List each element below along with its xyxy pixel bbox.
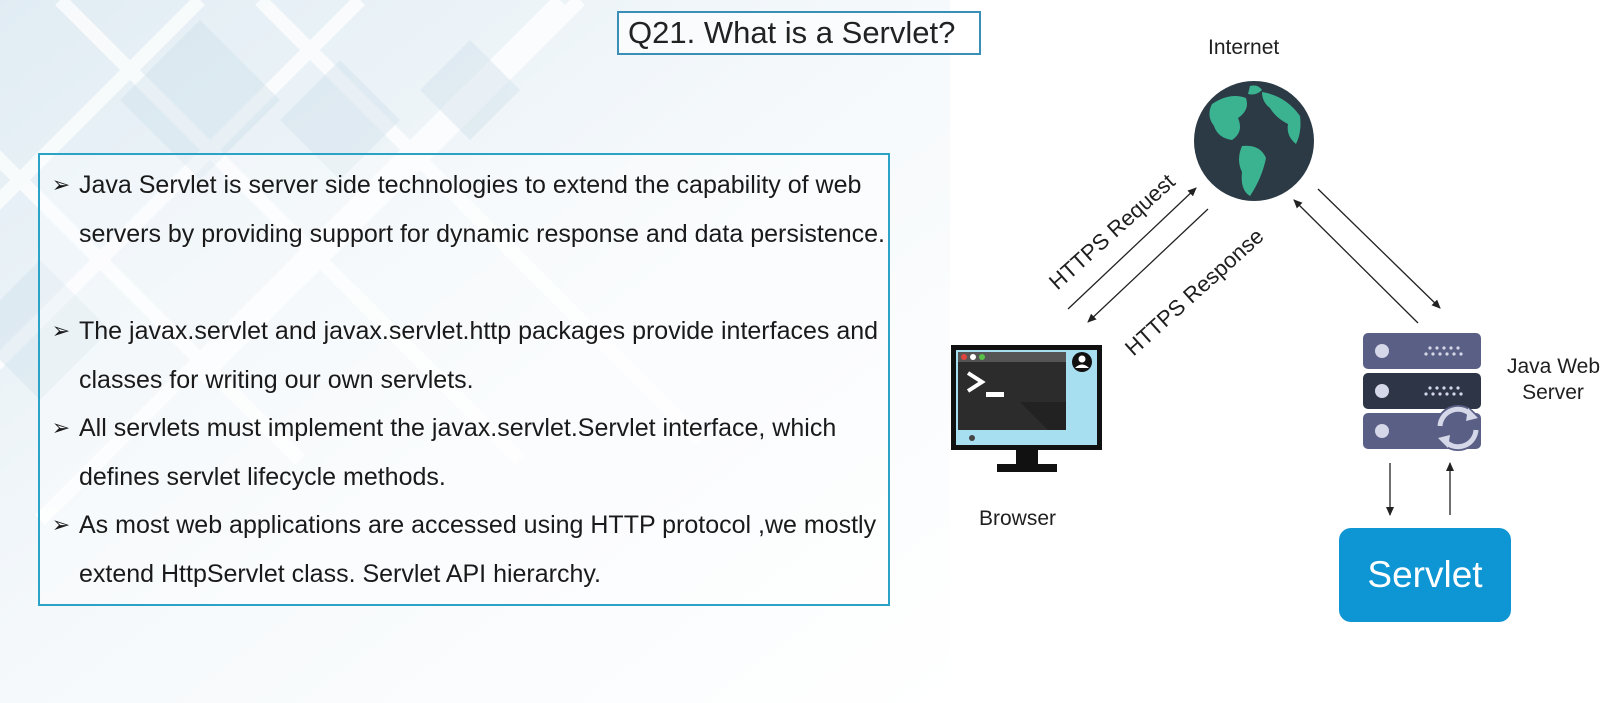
request-arrow [1067,187,1197,310]
bullet-item: ➢ All servlets must implement the javax.… [48,404,888,501]
bullet-text: Java Servlet is server side technologies… [79,171,885,248]
browser-monitor-icon [951,345,1102,472]
internet-label: Internet [1208,36,1280,59]
sync-icon-bg [1435,405,1481,451]
internet-to-server-arrow [1317,188,1441,309]
bullet-text: The javax.servlet and javax.servlet.http… [79,317,879,394]
bullet-text: All servlets must implement the javax.se… [79,414,837,491]
servlet-box: Servlet [1339,528,1511,622]
server-rack-icon [1363,333,1481,451]
bullet-item: ➢ Java Servlet is server side technologi… [48,161,888,258]
bullet-text: As most web applications are accessed us… [79,511,877,588]
server-label-line1: Java Web [1507,355,1600,378]
server-to-internet-arrow [1293,199,1419,324]
response-arrow [1087,208,1209,323]
arrow-bullet-icon: ➢ [51,318,71,343]
browser-label: Browser [979,507,1057,530]
server-label-line2: Server [1522,381,1584,404]
content-box: ➢ Java Servlet is server side technologi… [38,153,890,606]
bullet-item: ➢ As most web applications are accessed … [48,501,888,598]
bullet-item: ➢ The javax.servlet and javax.servlet.ht… [48,307,888,404]
java-web-server-label: Java Web Server [1507,354,1600,406]
arrow-bullet-icon: ➢ [51,415,71,440]
arrow-bullet-icon: ➢ [51,172,71,197]
page-title: Q21. What is a Servlet? [617,11,981,55]
arrow-bullet-icon: ➢ [51,512,71,537]
globe-icon [1194,81,1314,201]
